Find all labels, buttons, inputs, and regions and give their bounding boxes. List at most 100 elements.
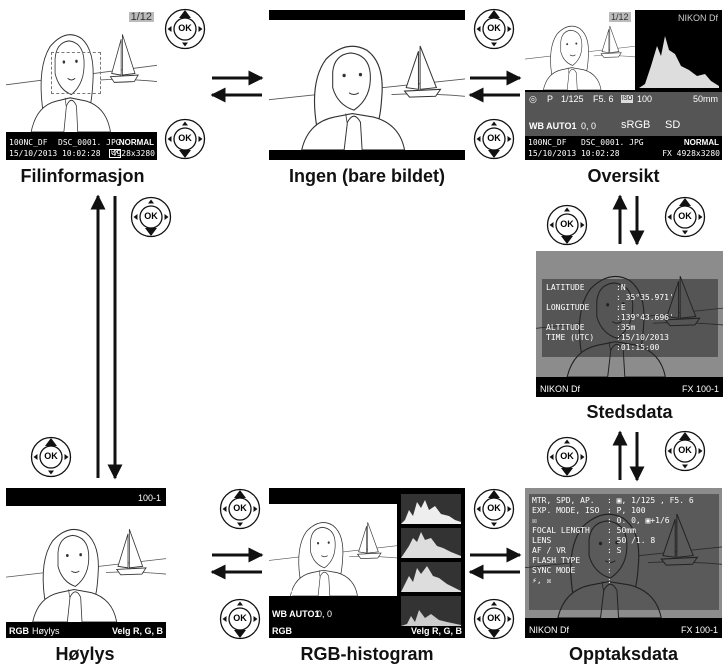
arrow-pair-bottom-left <box>210 547 264 580</box>
focal-length: 50mm <box>692 94 718 104</box>
picture-control: SD <box>665 119 681 131</box>
frame-counter: 1/12 <box>128 11 154 23</box>
highlights-screen: 100-1 RGB Høylys Velg R, G, B <box>6 488 166 638</box>
highlights-label: Høylys <box>32 626 60 636</box>
datetime: 15/10/2013 10:02:28 <box>528 149 620 158</box>
select-channel-hint: Velg R, G, B <box>111 626 163 636</box>
data-row-value: : <box>607 576 612 585</box>
data-row-label: MTR, SPD, AP. <box>532 496 595 505</box>
data-row-label: FLASH TYPE <box>532 556 581 565</box>
focus-area <box>51 52 101 94</box>
histogram-red <box>401 528 461 558</box>
data-row-value: :01:15:00 <box>616 343 660 352</box>
folder-name: 100NC_DF <box>528 138 567 147</box>
select-channel-hint: Velg R, G, B <box>410 626 462 636</box>
wb-value: WB AUTO1 <box>529 121 577 131</box>
rgb-histogram-screen: Høylys 100-1 WB AUTO1 0, 0 RGB Velg R, G… <box>269 488 465 638</box>
photo <box>269 20 465 150</box>
data-row-value: : 50mm <box>607 526 636 535</box>
data-overlay <box>542 279 718 357</box>
data-row-label: AF / VR <box>532 546 566 555</box>
frame-counter: 1/12 <box>609 12 631 22</box>
multi-selector-up-icon: OK <box>473 488 515 530</box>
histogram-green <box>401 562 461 592</box>
multi-selector-down-icon: OK <box>473 118 515 160</box>
luminance-histogram <box>639 36 719 88</box>
rgb-label: RGB <box>272 626 292 636</box>
caption-shooting-data: Opptaksdata <box>568 644 679 664</box>
iso-value: 100 <box>637 94 653 104</box>
multi-selector-down-icon: OK <box>130 196 172 238</box>
caption-image-only: Ingen (bare bildet) <box>288 166 445 186</box>
photo <box>269 504 397 596</box>
caption-location: Stedsdata <box>586 402 673 422</box>
multi-selector-up-icon: OK <box>473 8 515 50</box>
arrow-pair-right-lower <box>612 430 645 482</box>
data-row-label: ☒ <box>532 516 537 525</box>
data-row-value: :N <box>616 283 626 292</box>
quality: NORMAL <box>118 138 154 147</box>
arrow-pair-left-column <box>90 194 123 480</box>
data-row-label: ALTITUDE <box>546 323 585 332</box>
color-space: sRGB <box>621 119 651 131</box>
file-name: DSC_0001. JPG <box>58 138 121 147</box>
data-row-label: LONGITUDE <box>546 303 590 312</box>
multi-selector-down-icon: OK <box>473 598 515 640</box>
multi-selector-down-icon: OK <box>219 598 261 640</box>
exposure-mode: P <box>547 94 554 104</box>
data-row-value: : 0. 0, ▣+1/6 <box>607 516 670 525</box>
caption-rgb-histogram: RGB-histogram <box>300 644 434 664</box>
arrow-pair-bottom-right <box>468 547 522 580</box>
photo <box>6 10 157 132</box>
rgb-label: RGB <box>9 626 29 636</box>
shutter-speed: 1/125 <box>561 94 584 104</box>
overview-screen: 1/12 NIKON Df ◎ P 1/125 F5. 6 ISO 100 50… <box>525 10 722 160</box>
wb-fine-tune: 0, 0 <box>317 609 333 619</box>
multi-selector-down-icon: OK <box>164 118 206 160</box>
data-row-value: : P, 100 <box>607 506 646 515</box>
arrow-pair-right-upper <box>612 194 645 246</box>
data-row-value: : S <box>607 546 622 555</box>
aperture: F5. 6 <box>593 94 614 104</box>
data-row-value: :139°43.696' <box>616 313 674 322</box>
file-info-screen: 1/12 100NC_DF DSC_0001. JPG NORMAL 15/10… <box>6 10 157 160</box>
folder-frame: FX 100-1 <box>681 384 719 394</box>
multi-selector-down-icon: OK <box>546 204 588 246</box>
data-row-label: EXP. MODE, ISO <box>532 506 600 515</box>
image-size: FX 4928x3280 <box>662 149 720 158</box>
multi-selector-up-icon: OK <box>30 436 72 478</box>
data-row-value: : 50 /1. 8 <box>607 536 656 545</box>
data-row-label: SYNC MODE <box>532 566 576 575</box>
file-name: DSC_0001. JPG <box>581 138 644 147</box>
data-row-value: :15/10/2013 <box>616 333 669 342</box>
arrow-pair-top-right <box>468 70 522 103</box>
arrow-pair-top-left <box>210 70 264 103</box>
multi-selector-up-icon: OK <box>664 196 706 238</box>
format-badge: FX <box>109 149 121 158</box>
highlights-label: Høylys <box>272 586 300 596</box>
folder-frame: FX 100-1 <box>680 625 718 635</box>
data-row-label: TIME (UTC) <box>546 333 595 342</box>
histogram-luminance <box>401 494 461 524</box>
folder-name: 100NC_DF <box>9 138 48 147</box>
caption-overview: Oversikt <box>587 166 660 186</box>
frame-number: 100-1 <box>369 586 393 596</box>
location-screen: LATITUDE:N: 35°35.971'LONGITUDE:E:139°43… <box>536 251 723 397</box>
wb-fine-tune: 0, 0 <box>581 121 597 131</box>
caption-file-info: Filinformasjon <box>20 166 145 186</box>
data-row-label: ⚡, ☒ <box>532 576 552 585</box>
data-row-value: : ▣, 1/125 , F5. 6 <box>607 496 694 505</box>
data-row-value: :E <box>616 303 626 312</box>
wb-value: WB AUTO1 <box>272 609 320 619</box>
datetime: 15/10/2013 10:02:28 <box>9 149 101 158</box>
histogram-blue <box>401 596 461 626</box>
data-row-label: LATITUDE <box>546 283 585 292</box>
data-row-label: FOCAL LENGTH <box>532 526 590 535</box>
multi-selector-up-icon: OK <box>164 8 206 50</box>
data-row-value: : <box>607 556 612 565</box>
frame-number: 100-1 <box>137 493 161 503</box>
camera-name: NIKON Df <box>677 13 718 23</box>
iso-badge: ISO <box>621 95 634 103</box>
multi-selector-up-icon: OK <box>664 430 706 472</box>
